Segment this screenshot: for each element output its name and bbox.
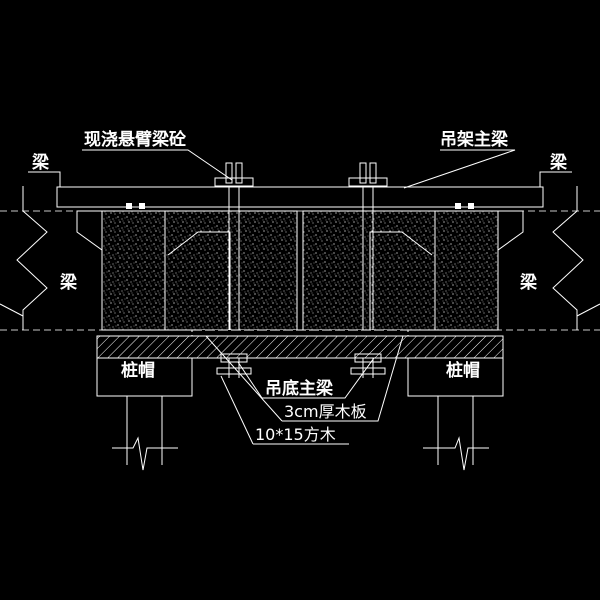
- label-bottom-main-beam: 吊底主梁: [265, 378, 334, 399]
- right-top-bolt-assembly: [348, 162, 388, 187]
- label-pile-cap-left: 桩帽: [121, 360, 155, 381]
- right-pile: [423, 396, 489, 471]
- label-beam-left-mid: 梁: [59, 272, 78, 293]
- bottom-hatched-beam: [96, 335, 504, 359]
- left-beam-lower-edge: [0, 303, 24, 317]
- timber-plank-layer: [191, 329, 409, 337]
- label-beam-right-mid: 梁: [519, 272, 538, 293]
- beam-block-3: [455, 203, 461, 209]
- label-cast-cantilever-concrete: 现浇悬臂梁砼: [84, 129, 187, 150]
- leader-lines: [28, 149, 572, 445]
- label-3cm-plank: 3cm厚木板: [284, 402, 367, 421]
- concrete-right-inner-edge: [369, 211, 436, 330]
- left-pile-cap: [96, 357, 193, 397]
- beam-block-1: [126, 203, 132, 209]
- right-bottom-bolt: [350, 353, 386, 375]
- right-pile-cap: [407, 357, 504, 397]
- left-existing-beam-outline: [16, 186, 48, 330]
- beam-block-4: [468, 203, 474, 209]
- concrete-left-half: [101, 210, 298, 331]
- label-beam-left-top: 梁: [31, 152, 50, 173]
- beam-block-2: [139, 203, 145, 209]
- right-beam-lower-edge: [576, 303, 600, 317]
- right-existing-beam-outline: [552, 186, 584, 330]
- label-beam-right-top: 梁: [549, 152, 568, 173]
- label-timber: 10*15方木: [255, 425, 336, 444]
- label-hanger-main-beam: 吊架主梁: [440, 129, 509, 150]
- hanger-main-beam: [56, 186, 544, 208]
- right-bracket-wedge: [497, 210, 524, 251]
- left-top-bolt-assembly: [214, 162, 254, 187]
- label-pile-cap-right: 桩帽: [446, 360, 480, 381]
- concrete-right-half: [302, 210, 499, 331]
- left-pile: [112, 396, 178, 471]
- left-bracket-wedge: [76, 210, 103, 251]
- concrete-left-inner-edge: [164, 211, 231, 330]
